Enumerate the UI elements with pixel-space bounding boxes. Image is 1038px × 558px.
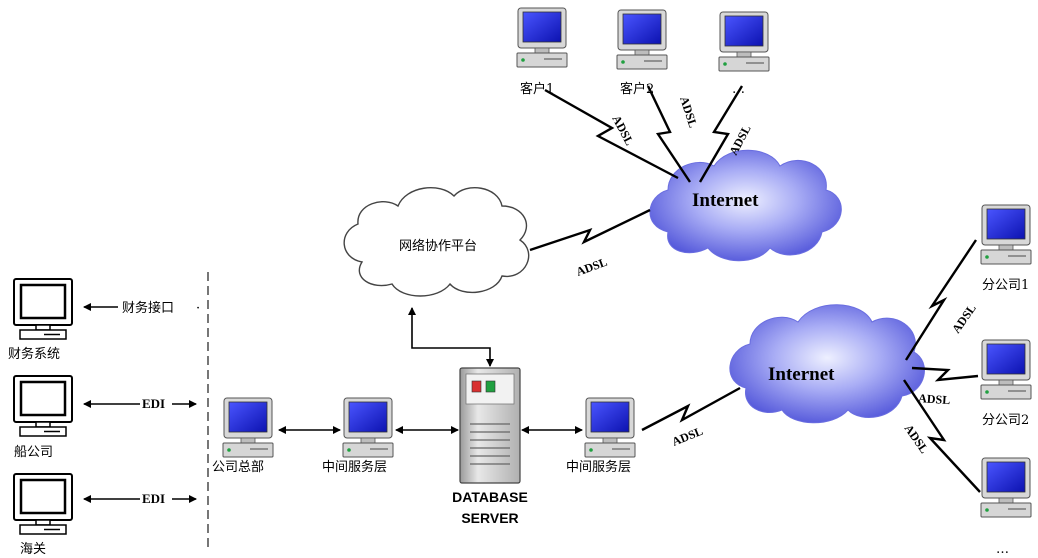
adsl-label-client1: ADSL	[609, 113, 636, 148]
client2-computer	[616, 9, 668, 70]
adsl-label-branch2: ADSL	[918, 391, 951, 407]
shipping-company-computer	[12, 374, 74, 438]
platform-to-db-link	[408, 307, 494, 367]
client1-computer	[516, 7, 568, 68]
adsl-link-branch1	[904, 239, 977, 361]
database-server-label-line2: SERVER	[461, 510, 518, 526]
finance-system-computer	[12, 277, 74, 341]
hq-label: 公司总部	[212, 460, 264, 475]
adsl-label-branch3: ADSL	[902, 422, 932, 456]
middle-service-left-computer	[342, 397, 394, 458]
shipping-company-label: 船公司	[14, 445, 53, 460]
customs-edi-label: EDI	[142, 491, 165, 506]
middle-service-right-label: 中间服务层	[566, 459, 631, 475]
finance-interface-label: 财务接口	[122, 300, 174, 316]
internet-right-label: Internet	[768, 364, 835, 385]
internet-cloud-top	[649, 149, 842, 262]
adsl-link-client3	[698, 85, 744, 183]
database-server-icon	[459, 367, 521, 484]
customs-computer	[12, 472, 74, 536]
hq-computer	[222, 397, 274, 458]
adsl-link-branch2	[911, 366, 979, 382]
branch3-computer	[980, 457, 1032, 518]
client2-label: 客户2	[620, 81, 654, 97]
collaboration-platform-label: 网络协作平台	[399, 238, 477, 254]
finance-system-label: 财务系统	[8, 346, 60, 362]
adsl-link-branch3	[903, 379, 981, 493]
adsl-link-client1	[544, 88, 679, 180]
client3-computer	[718, 11, 770, 72]
branch1-computer	[980, 204, 1032, 265]
middle-service-left-label: 中间服务层	[322, 459, 387, 475]
internet-top-label: Internet	[692, 190, 759, 211]
svg-text:·: ·	[196, 301, 200, 316]
collaboration-platform-cloud	[343, 187, 530, 297]
adsl-link-platform	[529, 208, 651, 252]
adsl-label-client2: ADSL	[677, 95, 700, 130]
client1-label: 客户1	[520, 81, 554, 97]
middle-service-right-computer	[584, 397, 636, 458]
shipping-edi-label: EDI	[142, 396, 165, 411]
branch3-label: …	[996, 542, 1009, 557]
branch2-label: 分公司2	[982, 413, 1029, 428]
adsl-link-middle-right	[641, 386, 741, 432]
branch2-computer	[980, 339, 1032, 400]
database-server-label-line1: DATABASE	[452, 489, 528, 505]
customs-label: 海关	[20, 542, 46, 557]
adsl-label-middle-right: ADSL	[670, 424, 705, 449]
adsl-link-client2	[646, 85, 691, 183]
adsl-label-branch1: ADSL	[949, 301, 979, 335]
branch1-label: 分公司1	[982, 278, 1029, 293]
adsl-label-platform: ADSL	[574, 255, 609, 279]
